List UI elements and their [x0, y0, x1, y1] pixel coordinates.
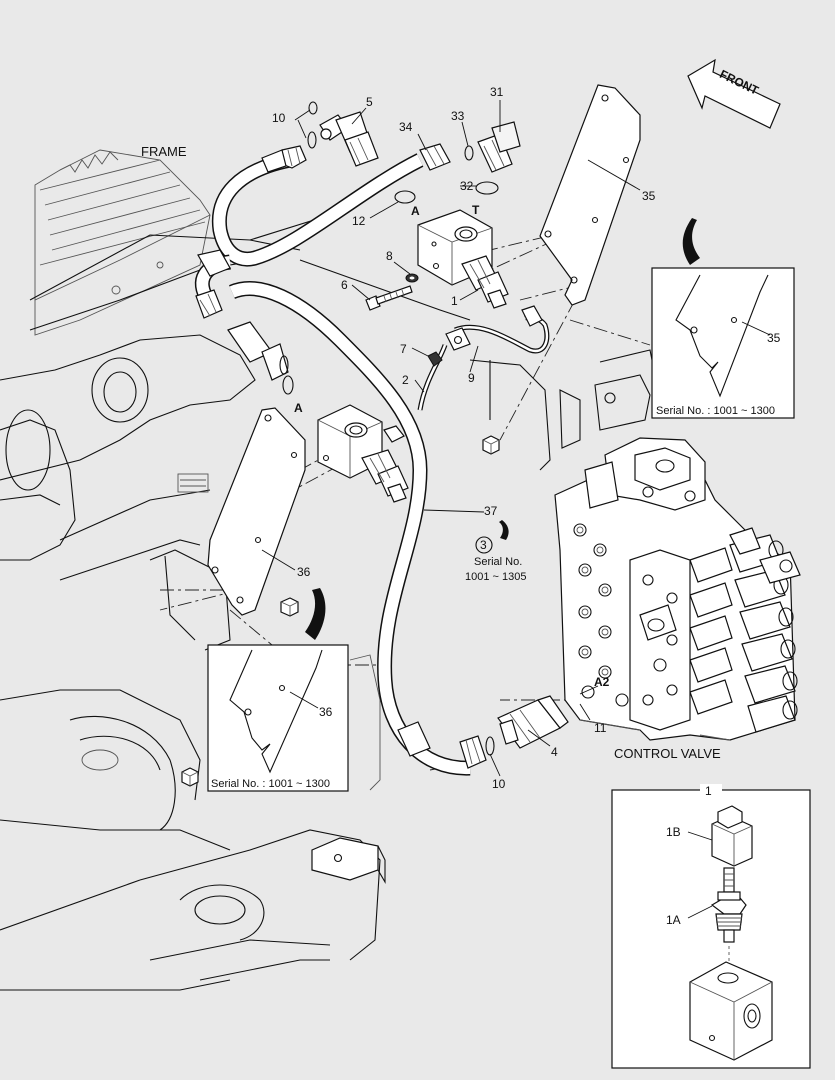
part-label-2: 2: [402, 373, 409, 387]
part-label-32: 32: [460, 179, 474, 193]
detail-part-1: 1 1B 1A: [611, 784, 811, 1069]
part-label-10-bottom: 10: [492, 777, 506, 791]
plate-36: [207, 407, 306, 616]
part-label-12: 12: [352, 214, 366, 228]
valve-block-mid: [317, 404, 409, 503]
detail1-title: 1: [705, 784, 712, 798]
frame-structure: [0, 149, 656, 991]
part-31-elbow: [394, 121, 521, 204]
label-frame: FRAME: [141, 144, 187, 159]
part-label-8: 8: [386, 249, 393, 263]
part-label-7: 7: [400, 342, 407, 356]
label-control-valve: CONTROL VALVE: [614, 746, 721, 761]
part-label-36: 36: [297, 565, 311, 579]
part-6-bolt: [365, 285, 413, 311]
wire-2: [417, 314, 550, 411]
part-label-11: 11: [594, 721, 607, 735]
part-1-valve-block: [417, 209, 543, 327]
note-number: 3: [480, 538, 487, 552]
control-valve: [554, 437, 801, 741]
part-label-31: 31: [490, 85, 504, 99]
hose-fittings: [195, 143, 495, 769]
note-serial: Serial No.: [474, 556, 522, 568]
inset35-part-label: 35: [767, 331, 781, 345]
hose-37: [229, 281, 471, 776]
part-4-check-valve: [497, 683, 585, 749]
part-7-clamp: [427, 327, 471, 367]
label-1a: 1A: [666, 913, 681, 927]
part-label-1: 1: [451, 294, 458, 308]
callout-arrows: [305, 218, 700, 640]
part-5-fitting: [307, 101, 379, 167]
inset36-caption: Serial No. : 1001 ~ 1300: [211, 778, 330, 790]
port-t: T: [472, 203, 480, 217]
port-a-top: A: [411, 204, 420, 218]
part-label-35: 35: [642, 189, 656, 203]
front-arrow: [687, 58, 781, 129]
part-8-washer: [405, 273, 419, 283]
label-1b: 1B: [666, 825, 681, 839]
part-label-34: 34: [399, 120, 413, 134]
inset35-caption: Serial No. : 1001 ~ 1300: [656, 405, 775, 417]
inset36-part-label: 36: [319, 705, 333, 719]
port-a-mid: A: [294, 401, 303, 415]
part-label-6: 6: [341, 278, 348, 292]
part-label-4: 4: [551, 745, 558, 759]
part-label-37: 37: [484, 504, 498, 518]
inset-35: 35 Serial No. : 1001 ~ 1300: [651, 267, 795, 419]
part-label-5: 5: [366, 95, 373, 109]
plate-35: [539, 84, 641, 306]
port-a2: A2: [594, 675, 610, 689]
note-serial-range: 1001 ~ 1305: [465, 571, 526, 583]
part-label-33: 33: [451, 109, 465, 123]
part-label-9: 9: [468, 371, 475, 385]
leader-lines: [261, 100, 641, 777]
inset-36: 36 Serial No. : 1001 ~ 1300: [207, 644, 349, 792]
hose-34: [211, 152, 424, 267]
part-label-10-top: 10: [272, 111, 286, 125]
